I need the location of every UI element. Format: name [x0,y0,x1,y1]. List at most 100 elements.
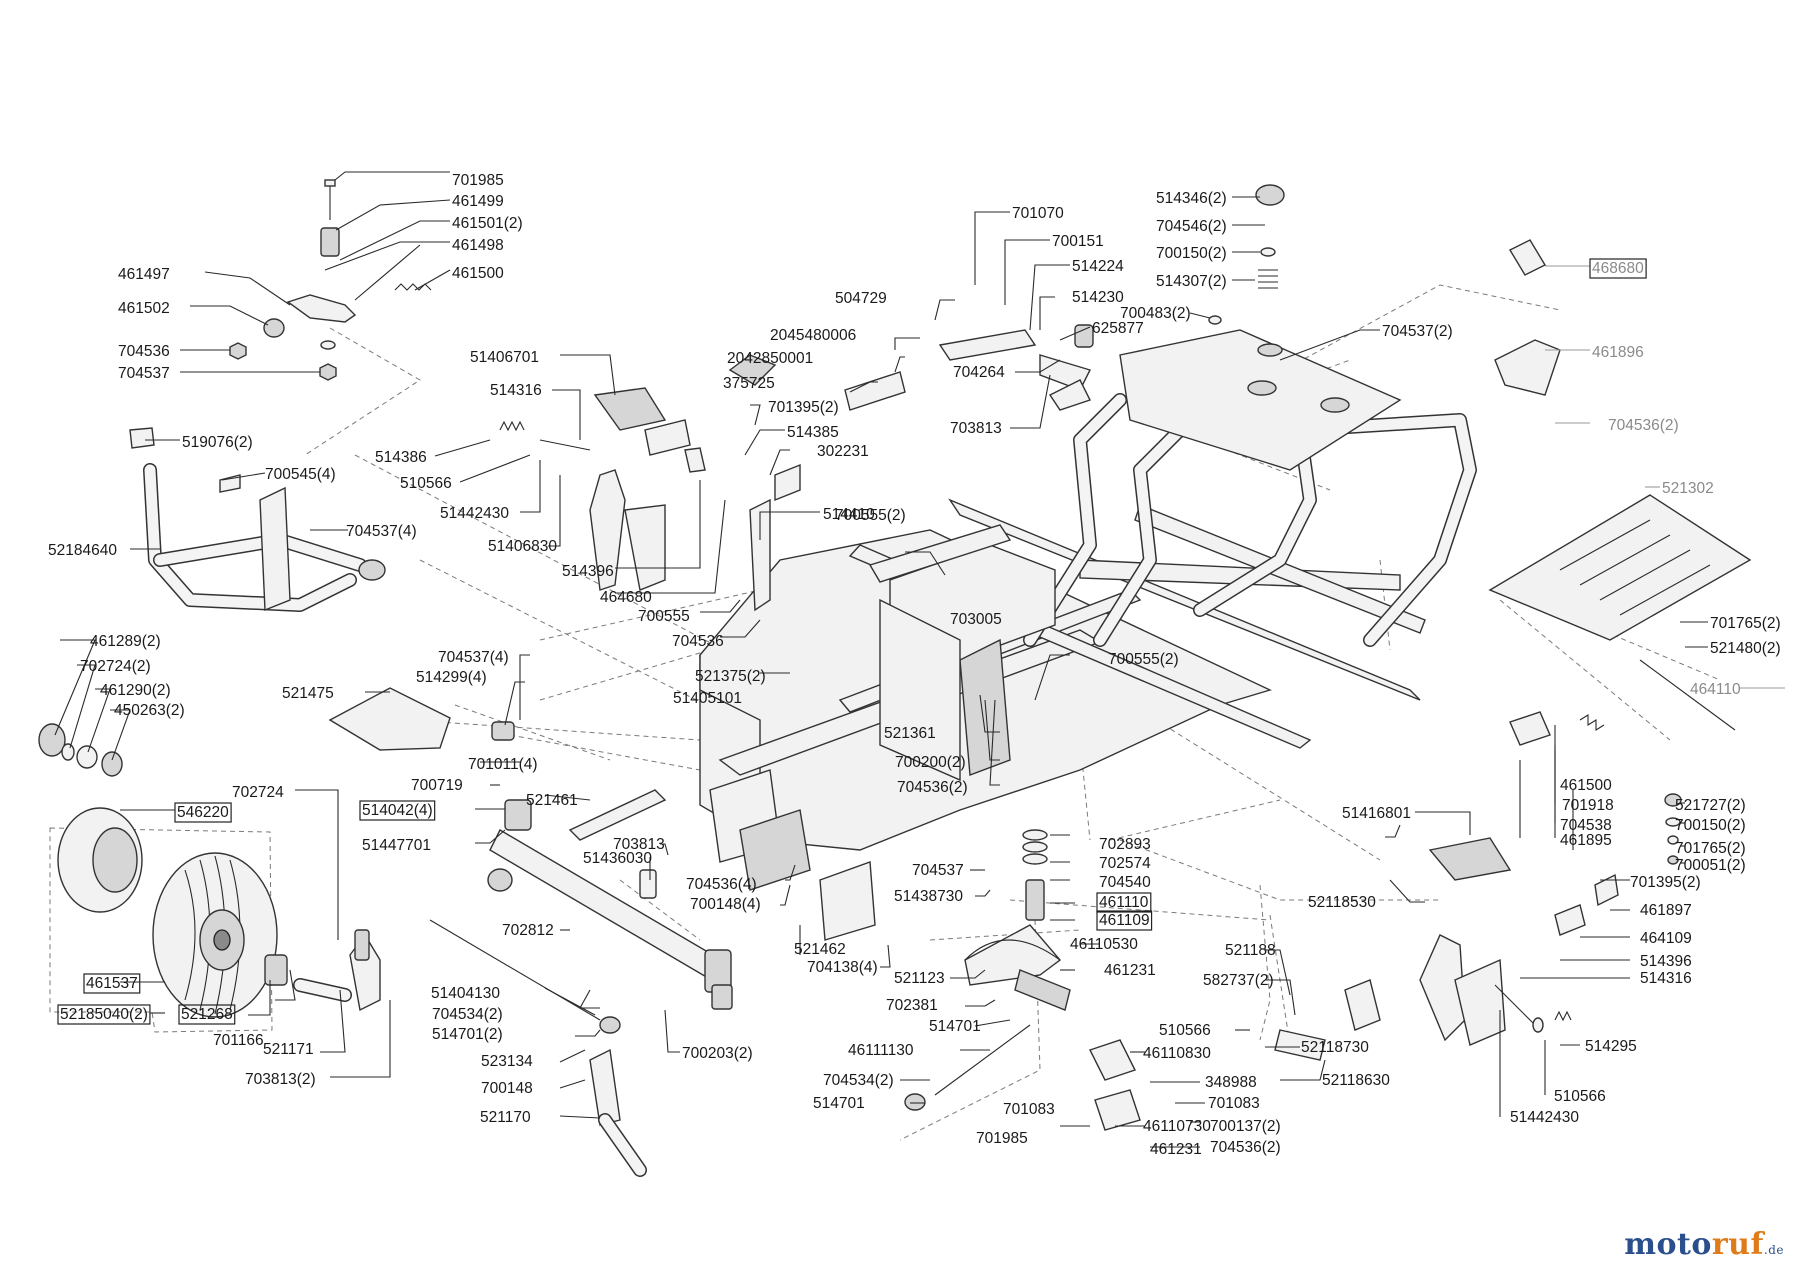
part-label-704536: 704536 [672,633,724,650]
part-number-labels: 701985461499461501(2)4614984615004614974… [48,172,1781,1158]
part-label-461497: 461497 [118,266,170,283]
part-label-514701: 514701 [813,1095,865,1112]
part-label-51406701: 51406701 [470,349,539,366]
part-label-51436030: 51436030 [583,850,652,867]
part-label-521123: 521123 [894,970,945,987]
part-label-704546-2: 704546(2) [1156,218,1227,235]
part-label-703813-2: 703813(2) [245,1071,316,1088]
part-label-514701: 514701 [929,1018,981,1035]
part-label-625877: 625877 [1092,320,1144,337]
part-label-700151: 700151 [1052,233,1104,250]
part-label-514316: 514316 [490,382,542,399]
part-label-704138-4: 704138(4) [807,959,878,976]
part-label-box [174,802,232,823]
part-label-700555-2: 700555(2) [1108,651,1179,668]
part-label-704264: 704264 [953,364,1005,381]
part-label-702724-2: 702724(2) [80,658,151,675]
part-label-464110: 464110 [1690,681,1741,698]
part-label-514386: 514386 [375,449,427,466]
part-label-510566: 510566 [1159,1022,1211,1039]
part-label-514396: 514396 [562,563,614,580]
part-label-51442430: 51442430 [440,505,509,522]
logo-part1: moto [1624,1227,1712,1262]
part-label-700200-2: 700200(2) [895,754,966,771]
part-label-46110730: 46110730 [1143,1118,1211,1135]
part-label-521268: 521268 [181,1006,233,1023]
part-label-461896: 461896 [1592,344,1644,361]
front-bumper-52184640 [129,427,386,612]
part-label-704536: 704536 [118,343,170,360]
part-label-521361: 521361 [884,725,936,742]
top-left-parts [229,179,432,381]
logo-part2: ruf [1711,1227,1764,1262]
part-label-521475: 521475 [282,685,334,702]
part-label-700137-2: 700137(2) [1210,1118,1281,1135]
part-label-514307-2: 514307(2) [1156,273,1227,290]
main-chassis-frame [699,329,1477,941]
part-label-523134: 523134 [481,1053,533,1070]
part-label-704536-2: 704536(2) [1608,417,1679,434]
part-label-504729: 504729 [835,290,887,307]
part-label-461895: 461895 [1560,832,1612,849]
part-label-468680: 468680 [1592,260,1644,277]
part-label-704537-4: 704537(4) [438,649,509,666]
part-label-514230: 514230 [1072,289,1124,306]
part-label-704534-2: 704534(2) [823,1072,894,1089]
part-label-461109: 461109 [1099,912,1150,929]
part-label-464109: 464109 [1640,930,1692,947]
part-label-521188: 521188 [1225,942,1276,959]
part-label-521462: 521462 [794,941,846,958]
front-wheel-assembly [38,723,288,1018]
part-label-700051-2: 700051(2) [1675,857,1746,874]
part-label-703813: 703813 [613,836,665,853]
part-label-700150-2: 700150(2) [1675,817,1746,834]
part-label-701765-2: 701765(2) [1710,615,1781,632]
part-label-700203-2: 700203(2) [682,1045,753,1062]
part-label-461502: 461502 [118,300,170,317]
part-label-514385: 514385 [787,424,839,441]
part-label-704534-2: 704534(2) [432,1006,503,1023]
part-label-701765-2: 701765(2) [1675,840,1746,857]
part-label-704537: 704537 [118,365,170,382]
part-label-700555-2: 700555(2) [835,507,906,524]
part-label-702724: 702724 [232,784,284,801]
part-label-703005: 703005 [950,611,1002,628]
steering-sector-46110530 [904,829,1326,1131]
part-label-450263-2: 450263(2) [114,702,185,719]
part-label-700555: 700555 [638,608,690,625]
part-label-521727-2: 521727(2) [1675,797,1746,814]
part-label-700148: 700148 [481,1080,533,1097]
part-label-46111130: 46111130 [848,1042,914,1059]
lift-lever-assembly [844,324,1094,411]
part-label-702812: 702812 [502,922,554,939]
part-label-46110830: 46110830 [1143,1045,1211,1062]
part-label-704540: 704540 [1099,874,1151,891]
part-label-700148-4: 700148(4) [690,896,761,913]
part-label-302231: 302231 [817,443,869,460]
part-label-461290-2: 461290(2) [100,682,171,699]
part-label-510566: 510566 [1554,1088,1606,1105]
part-label-701166: 701166 [213,1032,264,1049]
part-label-461897: 461897 [1640,902,1692,919]
part-label-701985: 701985 [976,1130,1028,1147]
motoruf-logo: motoruf.de [1624,1227,1784,1262]
part-label-52185040-2: 52185040(2) [60,1006,148,1023]
part-label-704537-2: 704537(2) [1382,323,1453,340]
part-label-box [1096,910,1153,931]
part-label-521170: 521170 [480,1109,531,1126]
part-label-box [359,800,436,821]
part-label-51447701: 51447701 [362,837,431,854]
part-label-521480-2: 521480(2) [1710,640,1781,657]
part-label-701918: 701918 [1562,797,1614,814]
part-label-701011-4: 701011(4) [468,756,538,773]
part-label-461501-2: 461501(2) [452,215,523,232]
part-label-582737-2: 582737(2) [1203,972,1274,989]
part-label-700483-2: 700483(2) [1120,305,1191,322]
seat-spring-parts [1208,184,1285,325]
part-label-51442430: 51442430 [1510,1109,1579,1126]
part-label-700150-2: 700150(2) [1156,245,1227,262]
logo-tld: .de [1763,1243,1784,1257]
part-label-461499: 461499 [452,193,504,210]
right-side-parts [1344,239,1752,1046]
